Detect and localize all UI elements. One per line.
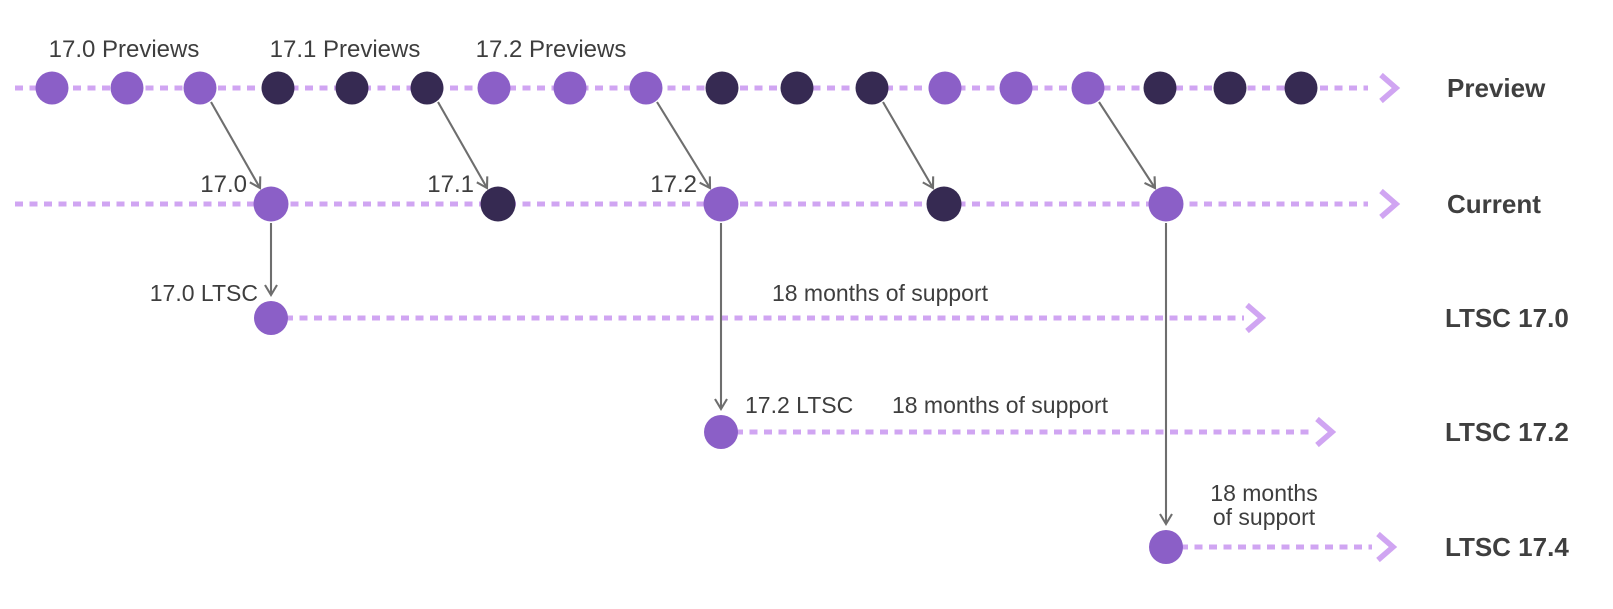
preview-dot — [1143, 71, 1177, 105]
preview-dot — [35, 71, 69, 105]
preview-timeline-arrowhead — [1379, 72, 1401, 104]
current-version-label: 17.0 — [200, 171, 247, 198]
support-duration-label: 18 months of support — [892, 392, 1109, 418]
current-dot — [253, 186, 289, 222]
channel-label-preview: Preview — [1447, 73, 1546, 103]
channel-label-ltsc-17-4: LTSC 17.4 — [1445, 532, 1569, 562]
support-duration-label: 18 months of support — [772, 280, 989, 306]
preview-dot — [410, 71, 444, 105]
current-version-label: 17.2 — [650, 171, 697, 198]
release-arrow — [437, 101, 489, 190]
current-dot — [703, 186, 739, 222]
preview-dot — [553, 71, 587, 105]
ltsc-timeline-arrowhead — [1315, 416, 1337, 448]
release-arrow — [656, 101, 712, 190]
preview-group-label: 17.0 Previews — [49, 36, 200, 63]
release-arrow — [882, 101, 935, 190]
current-dot — [480, 186, 516, 222]
preview-dot — [261, 71, 295, 105]
current-dot — [926, 186, 962, 222]
preview-dot — [999, 71, 1033, 105]
preview-dot — [705, 71, 739, 105]
release-arrow — [210, 101, 262, 190]
preview-dot — [928, 71, 962, 105]
preview-dot — [1071, 71, 1105, 105]
channel-label-ltsc-17-2: LTSC 17.2 — [1445, 417, 1569, 447]
ltsc-version-label: 17.2 LTSC — [745, 392, 853, 418]
ltsc-dot — [254, 301, 288, 335]
support-duration-label-line1: 18 months — [1210, 480, 1317, 506]
preview-dot — [335, 71, 369, 105]
preview-dot — [110, 71, 144, 105]
preview-dot — [477, 71, 511, 105]
preview-group-label: 17.1 Previews — [270, 36, 421, 63]
ltsc-timeline-arrowhead — [1245, 302, 1267, 334]
preview-group-label: 17.2 Previews — [476, 36, 627, 63]
release-arrow — [1098, 101, 1157, 190]
support-duration-label-line2: of support — [1213, 504, 1316, 530]
ltsc-timeline-arrowhead — [1376, 531, 1398, 563]
current-dot — [1148, 186, 1184, 222]
ltsc-version-label: 17.0 LTSC — [150, 280, 258, 306]
preview-dot — [780, 71, 814, 105]
preview-dot — [855, 71, 889, 105]
preview-dot — [629, 71, 663, 105]
preview-dot — [1284, 71, 1318, 105]
ltsc-dot — [1149, 530, 1183, 564]
current-timeline-arrowhead — [1379, 188, 1401, 220]
channel-label-ltsc-17-0: LTSC 17.0 — [1445, 303, 1569, 333]
channel-label-current: Current — [1447, 189, 1541, 219]
current-version-label: 17.1 — [427, 171, 474, 198]
preview-dot — [183, 71, 217, 105]
preview-dot — [1213, 71, 1247, 105]
ltsc-dot — [704, 415, 738, 449]
